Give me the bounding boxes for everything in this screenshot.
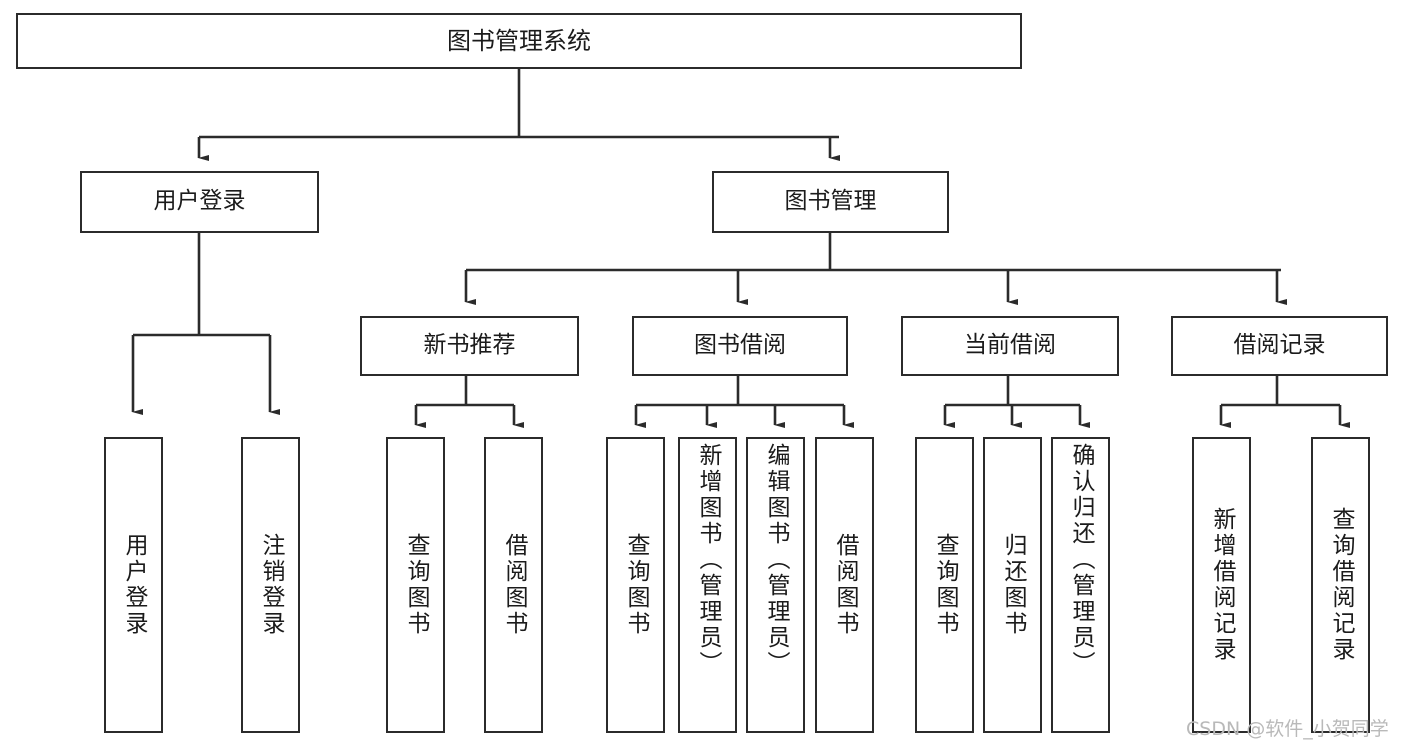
- node-leaf-return-book[interactable]: 归还图书: [983, 437, 1042, 733]
- node-leaf-borrow-book-2[interactable]: 借阅图书: [815, 437, 874, 733]
- node-label: 借阅图书: [832, 533, 858, 637]
- node-leaf-user-login[interactable]: 用户登录: [104, 437, 163, 733]
- node-label: 图书管理: [784, 188, 877, 215]
- node-label: 查询图书: [623, 533, 649, 637]
- node-label: 归还图书: [1000, 533, 1026, 637]
- node-leaf-confirm-return[interactable]: 确认归还（管理员）: [1051, 437, 1110, 733]
- node-root-system[interactable]: 图书管理系统: [16, 13, 1022, 69]
- node-label: 编辑图书（管理员）: [763, 443, 789, 677]
- node-leaf-query-book-1[interactable]: 查询图书: [386, 437, 445, 733]
- node-book-management[interactable]: 图书管理: [712, 171, 949, 233]
- node-leaf-logout[interactable]: 注销登录: [241, 437, 300, 733]
- node-leaf-edit-book[interactable]: 编辑图书（管理员）: [746, 437, 805, 733]
- node-leaf-add-record[interactable]: 新增借阅记录: [1192, 437, 1251, 733]
- node-label: 图书管理系统: [447, 26, 591, 55]
- node-leaf-add-book[interactable]: 新增图书（管理员）: [678, 437, 737, 733]
- node-label: 新增借阅记录: [1209, 507, 1235, 663]
- node-label: 查询图书: [403, 533, 429, 637]
- node-label: 查询借阅记录: [1328, 507, 1354, 663]
- node-label: 确认归还（管理员）: [1068, 443, 1094, 677]
- node-leaf-borrow-book-1[interactable]: 借阅图书: [484, 437, 543, 733]
- node-label: 新增图书（管理员）: [695, 443, 721, 677]
- csdn-watermark: CSDN @软件_小贺同学: [1186, 718, 1389, 740]
- node-label: 注销登录: [258, 533, 284, 637]
- node-label: 查询图书: [932, 533, 958, 637]
- node-label: 用户登录: [153, 188, 246, 215]
- node-label: 当前借阅: [964, 332, 1056, 359]
- node-label: 新书推荐: [423, 332, 516, 359]
- node-book-borrow[interactable]: 图书借阅: [632, 316, 848, 376]
- node-leaf-query-book-2[interactable]: 查询图书: [606, 437, 665, 733]
- node-current-borrow[interactable]: 当前借阅: [901, 316, 1119, 376]
- node-borrow-record[interactable]: 借阅记录: [1171, 316, 1388, 376]
- node-label: 借阅图书: [501, 533, 527, 637]
- node-label: 用户登录: [121, 533, 147, 637]
- node-new-book-recommend[interactable]: 新书推荐: [360, 316, 579, 376]
- node-label: 借阅记录: [1233, 332, 1326, 359]
- node-user-login[interactable]: 用户登录: [80, 171, 319, 233]
- node-leaf-query-record[interactable]: 查询借阅记录: [1311, 437, 1370, 733]
- node-leaf-query-book-3[interactable]: 查询图书: [915, 437, 974, 733]
- node-label: 图书借阅: [694, 332, 786, 359]
